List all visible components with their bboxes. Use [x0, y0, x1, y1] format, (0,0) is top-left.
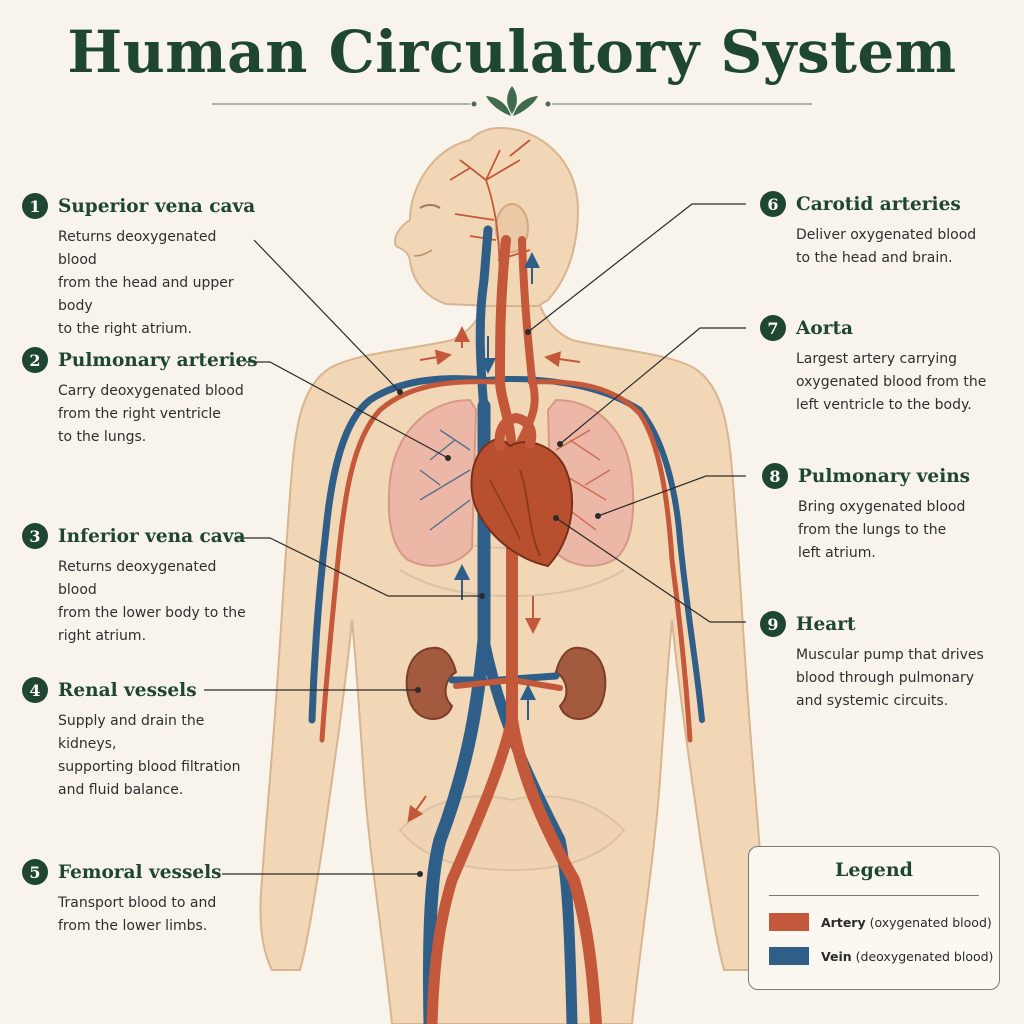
legend-item-detail: (deoxygenated blood)	[855, 948, 994, 964]
label-pulmonary-veins: 8 Pulmonary veins Bring oxygenated blood …	[762, 462, 992, 565]
label-description: Carry deoxygenated blood from the right …	[58, 383, 244, 445]
label-title: Heart	[796, 613, 856, 635]
label-number-badge: 4	[22, 677, 48, 703]
page-title: Human Circulatory System	[67, 18, 957, 86]
label-number-badge: 6	[760, 191, 786, 217]
label-heart: 9 Heart Muscular pump that drives blood t…	[760, 610, 990, 713]
vein-swatch	[769, 947, 809, 965]
label-title: Pulmonary veins	[798, 465, 971, 487]
legend-item-vein: Vein (deoxygenated blood)	[769, 947, 993, 965]
label-carotid-arteries: 6 Carotid arteries Deliver oxygenated blo…	[760, 190, 990, 270]
label-number-badge: 7	[760, 315, 786, 341]
legend-item-detail: (oxygenated blood)	[869, 914, 992, 930]
label-number-badge: 3	[22, 523, 48, 549]
label-description: Largest artery carrying oxygenated blood…	[796, 351, 987, 413]
label-number-badge: 2	[22, 347, 48, 373]
legend-divider	[769, 895, 979, 896]
artery-swatch	[769, 913, 809, 931]
heart	[470, 412, 573, 568]
label-renal-vessels: 4 Renal vessels Supply and drain the kidn…	[22, 676, 252, 802]
label-pulmonary-arteries: 2 Pulmonary arteries Carry deoxygenated b…	[22, 346, 258, 449]
label-description: Supply and drain the kidneys, supporting…	[58, 713, 241, 798]
legend-box: Legend Artery (oxygenated blood) Vein (d…	[748, 846, 1000, 990]
title-divider	[212, 86, 812, 116]
legend-item-artery: Artery (oxygenated blood)	[769, 913, 992, 931]
label-title: Pulmonary arteries	[58, 349, 258, 371]
label-number-badge: 8	[762, 463, 788, 489]
label-title: Aorta	[796, 317, 853, 339]
legend-title: Legend	[835, 859, 913, 881]
label-description: Muscular pump that drives blood through …	[796, 647, 984, 709]
label-title: Inferior vena cava	[58, 525, 246, 547]
label-title: Superior vena cava	[58, 195, 256, 217]
pelvis	[398, 795, 626, 872]
label-description: Deliver oxygenated blood to the head and…	[796, 227, 977, 266]
label-description: Bring oxygenated blood from the lungs to…	[798, 499, 966, 561]
label-description: Returns deoxygenated blood from the lowe…	[58, 559, 246, 644]
label-description: Transport blood to and from the lower li…	[58, 895, 217, 934]
legend-item-name: Vein	[821, 948, 852, 964]
kidneys	[405, 646, 607, 720]
label-inferior-vena-cava: 3 Inferior vena cava Returns deoxygenated…	[22, 522, 252, 648]
label-number-badge: 5	[22, 859, 48, 885]
label-femoral-vessels: 5 Femoral vessels Transport blood to and …	[22, 858, 252, 938]
label-title: Femoral vessels	[58, 861, 222, 883]
label-number-badge: 9	[760, 611, 786, 637]
label-description: Returns deoxygenated blood from the head…	[58, 229, 234, 337]
leaf-ornament-icon	[486, 86, 538, 116]
label-number-badge: 1	[22, 193, 48, 219]
leader-lines	[204, 203, 746, 875]
label-title: Renal vessels	[58, 679, 197, 701]
label-title: Carotid arteries	[796, 193, 961, 215]
label-aorta: 7 Aorta Largest artery carrying oxygenate…	[760, 314, 990, 417]
legend-item-name: Artery	[821, 914, 866, 930]
label-superior-vena-cava: 1 Superior vena cava Returns deoxygenated…	[22, 192, 256, 341]
